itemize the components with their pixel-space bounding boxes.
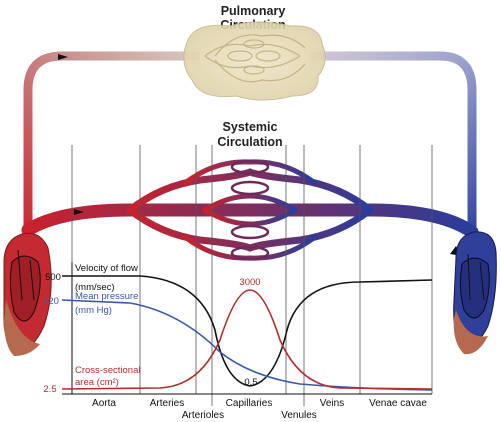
velocity-label-line2: (mm/sec) [75,282,115,293]
pulmonary-title-line1: Pulmonary [221,4,286,18]
velocity-curve [62,275,433,387]
segment-label-arterioles: Arterioles [182,410,224,421]
left-heart-icon [3,232,52,356]
arrow-pulmonary-icon [58,54,68,60]
area-label-line2: area (cm²) [75,377,119,388]
right-heart-icon [453,231,497,355]
systemic-title-line2: Circulation [217,135,282,149]
pressure-label-line2: (mm Hg) [75,305,112,316]
velocity-label-line1: Velocity of flow [75,263,138,274]
velocity-value-500: 500 [45,272,61,283]
segment-label-venules: Venules [281,410,317,421]
segment-label-veins: Veins [320,398,344,409]
pulmonary-vein-vessel [310,51,477,250]
area-label-line1: Cross-sectional [75,365,140,376]
velocity-min-0-5: 0.5 [244,377,257,388]
lung-capillary-bed [183,21,326,101]
systemic-vessel-network [21,159,479,261]
segment-label-aorta: Aorta [92,398,116,409]
area-curve [61,289,433,390]
arrow-aorta-icon [74,209,84,215]
systemic-title-line1: Systemic [223,120,278,134]
lung-capillary-network [204,34,306,83]
pressure-label-line1: Mean pressure [75,291,138,302]
segment-label-arteries: Arteries [150,398,184,409]
segment-label-venae-cavae: Venae cavae [369,398,427,409]
area-value-2-5: 2.5 [43,384,56,395]
systemic-capillary-loops [230,159,270,261]
pressure-value-120: 120 [43,296,59,307]
area-peak-3000: 3000 [239,277,260,288]
segment-label-capillaries: Capillaries [226,398,273,409]
